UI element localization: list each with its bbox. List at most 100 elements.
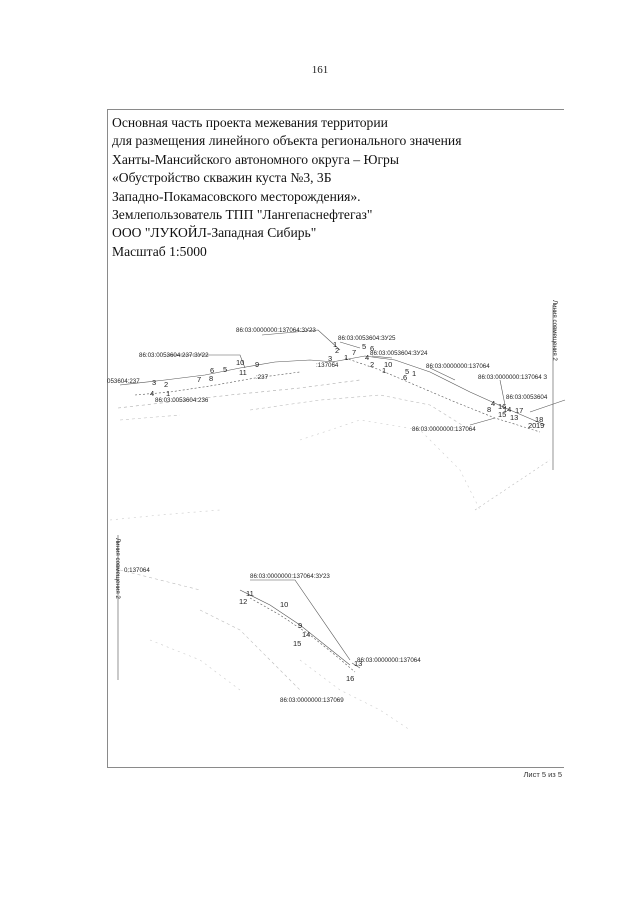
- match-line-label-right: Линия совмещения 2: [551, 300, 558, 361]
- lower-point-13: 13: [354, 659, 362, 668]
- upper-point-5b: 5: [362, 342, 366, 351]
- upper-point-2c: 2: [370, 360, 374, 369]
- label-237a: 053604:237: [107, 378, 140, 385]
- upper-point-1e: 1: [412, 369, 416, 378]
- upper-point-7: 7: [197, 375, 201, 384]
- label-zu25: 86:03:0053604:ЗУ25: [338, 335, 396, 342]
- upper-point-20: 20: [528, 421, 536, 430]
- title-line-5: Западно-Покамасовского месторождения».: [112, 188, 361, 204]
- leader-137064d: [469, 417, 496, 426]
- route-line-west: [119, 359, 336, 386]
- label-137064d: 86:03:0000000:137064: [412, 426, 476, 433]
- lower-boundary-dash-4: [149, 639, 241, 691]
- upper-point-4b: 4: [365, 353, 369, 362]
- route-line-east-2: [344, 357, 541, 433]
- upper-point-14: 14: [503, 405, 511, 414]
- label-237b: :237: [256, 374, 269, 381]
- lower-point-9: 9: [298, 621, 302, 630]
- leader-3604: [529, 399, 566, 413]
- label-zu24: 86:03:0053604:ЗУ24: [370, 350, 428, 357]
- route-line-lower-1: [239, 589, 351, 666]
- sheet-label: Лист 5 из 5: [523, 770, 562, 779]
- boundary-dash-2: [249, 394, 471, 431]
- leader-137064c: [499, 379, 506, 406]
- upper-point-1: 1: [166, 389, 170, 398]
- upper-point-6: 6: [210, 366, 214, 375]
- upper-point-1b: 1: [333, 340, 337, 349]
- lower-map-points: 11 12 10 9 14 15 13 16: [239, 589, 362, 683]
- match-line-label-left: Линия совмещения 2: [114, 538, 121, 599]
- leader-zu24: [371, 355, 393, 359]
- lower-point-11: 11: [246, 589, 254, 598]
- drawing-frame: [107, 109, 564, 768]
- upper-point-1c: 1: [344, 353, 348, 362]
- upper-point-10: 10: [236, 358, 244, 367]
- lower-point-15: 15: [293, 639, 301, 648]
- label-137064b: 86:03:0000000:137064: [426, 363, 490, 370]
- lower-label-137069: 86:03:0000000:137069: [280, 697, 344, 704]
- upper-point-3: 3: [152, 378, 156, 387]
- lower-point-14: 14: [302, 630, 310, 639]
- lower-label-zu23: 86:03:0000000:137064:ЗУ23: [250, 573, 330, 580]
- upper-point-4c: 4: [491, 399, 495, 408]
- lower-label-137064b: 86:03:0000000:137064: [357, 657, 421, 664]
- upper-map: [109, 305, 566, 521]
- leader-lower-137064: [351, 662, 361, 669]
- upper-point-15: 15: [498, 410, 506, 419]
- label-137064a: :137064: [316, 362, 339, 369]
- upper-point-6b: 6: [370, 344, 374, 353]
- label-zu22: 86:03:0053604:237:ЗУ22: [139, 352, 209, 359]
- title-line-1: Основная часть проекта межевания террито…: [112, 115, 388, 130]
- upper-point-18: 18: [535, 415, 543, 424]
- upper-point-6c: 6: [403, 373, 407, 382]
- lower-label-137064: 0:137064: [124, 567, 150, 574]
- label-137064c: 86:03:0000000:137064 З: [478, 374, 547, 381]
- upper-point-8: 8: [209, 374, 213, 383]
- upper-point-8c: 8: [487, 405, 491, 414]
- upper-point-5: 5: [223, 365, 227, 374]
- upper-point-17: 17: [515, 406, 523, 415]
- upper-point-2b: 2: [335, 346, 339, 355]
- upper-map-labels: 86:03:0000000:137064:ЗУ23 86:03:0053604:…: [107, 327, 548, 433]
- title-line-2: для размещения линейного объекта региона…: [112, 133, 462, 149]
- upper-point-7b: 7: [352, 348, 356, 357]
- upper-point-19: 19: [536, 421, 544, 430]
- upper-point-4: 4: [150, 389, 154, 398]
- label-236: 86:03:0053604:236: [155, 397, 209, 404]
- label-3604: 86:03:0053604: [506, 394, 548, 401]
- upper-point-1d: 1: [382, 366, 386, 375]
- title-line-4: «Обустройство скважин куста №3, 3Б: [112, 170, 332, 186]
- label-zu23: 86:03:0000000:137064:ЗУ23: [236, 327, 316, 334]
- route-line-east: [331, 355, 546, 426]
- upper-point-5c: 5: [405, 367, 409, 376]
- upper-point-16: 16: [498, 402, 506, 411]
- title-block: Основная часть проекта межевания террито…: [112, 114, 552, 261]
- boundary-dash-5: [474, 459, 551, 511]
- leader-zu25: [339, 341, 361, 349]
- lower-point-12: 12: [239, 597, 247, 606]
- upper-map-points: 3 2 4 1 7 8 6 5 10 9 11 1 2 3 1 7 5 6 4 …: [150, 340, 544, 430]
- title-line-6: Землепользователь ТПП "Лангепаснефтегаз": [112, 207, 373, 223]
- upper-point-2: 2: [164, 380, 168, 389]
- lower-point-16: 16: [346, 674, 354, 683]
- lower-map-labels: 0:137064 86:03:0000000:137064:ЗУ23 86:03…: [124, 567, 421, 704]
- title-line-7: ООО "ЛУКОЙЛ-Западная Сибирь": [112, 225, 317, 241]
- boundary-dash-4: [119, 414, 181, 421]
- upper-point-3b: 3: [328, 354, 332, 363]
- boundary-dash-6: [109, 509, 221, 521]
- leader-137064b: [429, 367, 456, 381]
- page-number: 161: [311, 64, 329, 76]
- leader-zu22: [167, 354, 246, 369]
- lower-point-10: 10: [280, 600, 288, 609]
- lower-map: [117, 535, 411, 731]
- lower-boundary-dash-2: [199, 609, 301, 691]
- lower-boundary-dash-3: [299, 659, 411, 731]
- upper-point-10b: 10: [384, 360, 392, 369]
- leader-lower-zu23: [250, 579, 351, 661]
- upper-point-11: 11: [239, 368, 247, 377]
- route-line-west-2: [134, 371, 301, 396]
- upper-point-13: 13: [510, 413, 518, 422]
- scale-line: Масштаб 1:5000: [112, 243, 207, 259]
- title-line-3: Ханты-Мансийского автономного округа – Ю…: [112, 151, 399, 167]
